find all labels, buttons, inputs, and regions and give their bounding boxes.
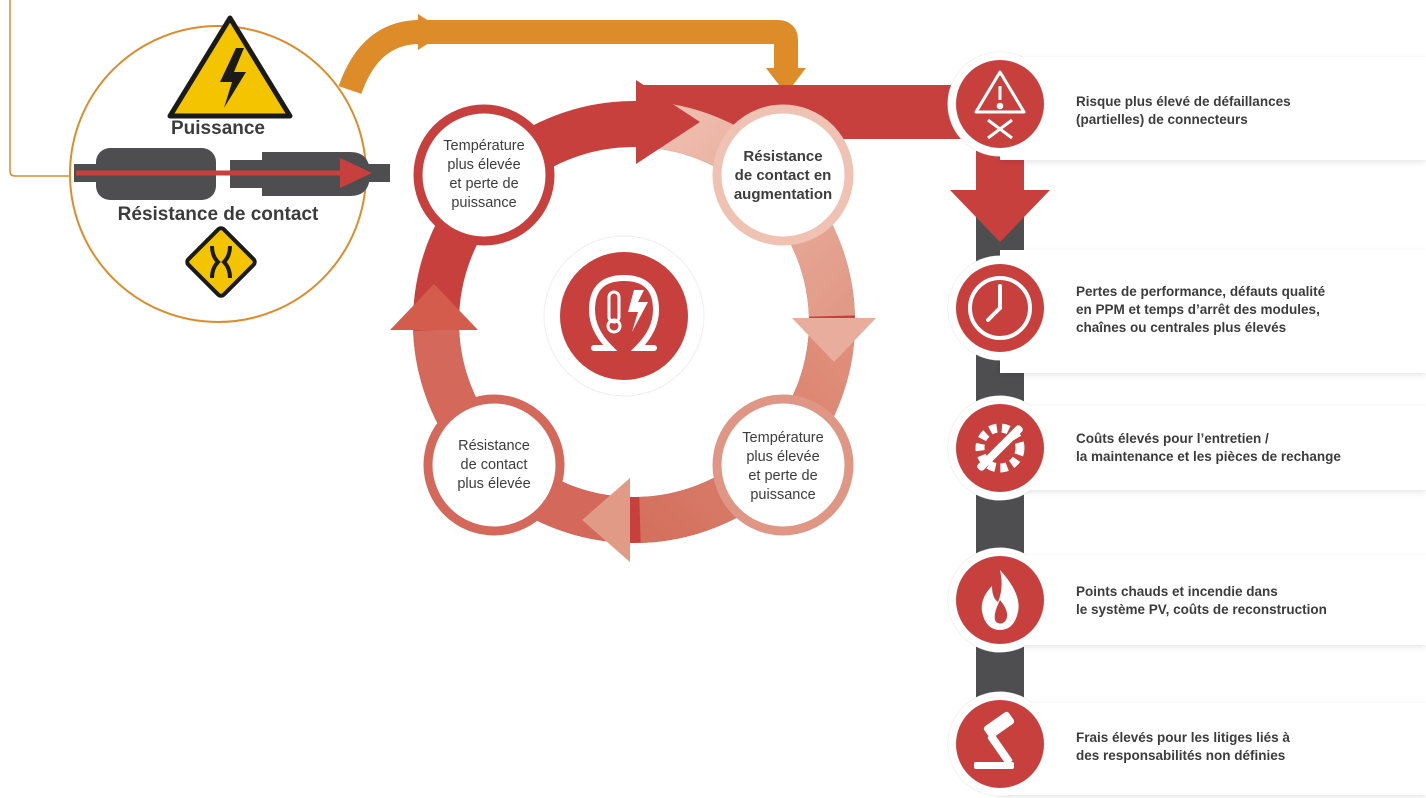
consequence-text-2: Pertes de performance, défauts qualité e… [1076, 284, 1326, 335]
cycle-node-disc-bottom-left [423, 394, 565, 536]
consequence-panel-2 [1000, 250, 1426, 373]
warning-tools-icon [974, 70, 1026, 140]
power-label: Puissance [171, 118, 265, 139]
gavel-icon [974, 711, 1015, 769]
gear-wrench-icon [975, 423, 1025, 473]
ring-arrowhead-left [390, 284, 478, 330]
omega-thermometer-bolt-icon [588, 274, 660, 351]
ring-arrowhead-bottom [582, 478, 630, 562]
consequence-text-5: Frais élevés pour les litiges liés à des… [1076, 730, 1290, 763]
ring-arrowhead-right [792, 318, 876, 362]
high-voltage-warning-icon [167, 15, 293, 119]
cycle-node-disc-top-right [712, 104, 854, 246]
consequence-panel-1 [1000, 57, 1426, 160]
consequence-panel-3 [1000, 406, 1426, 490]
orange-arrowhead-right [418, 14, 446, 50]
contact-resistance-label: Résistance de contact [117, 204, 319, 225]
clock-icon [968, 276, 1032, 340]
connector-red-arrowhead [340, 158, 372, 188]
consequence-text-1: Risque plus élevé de défaillances (parti… [1076, 94, 1291, 127]
flame-icon [981, 570, 1019, 630]
consequence-panel-5 [1000, 703, 1426, 795]
consequence-text-3: Coûts élevés pour l’entretien / la maint… [1076, 431, 1341, 464]
consequence-text-4: Points chauds et incendie dans le systèm… [1076, 584, 1327, 617]
orange-arrowhead-down [766, 68, 806, 94]
cycle-node-disc-bottom-right [712, 394, 854, 536]
center-red-disc [560, 252, 688, 380]
ring-arrowhead-top [636, 80, 700, 164]
cycle-node-top-right: Résistance de contact en augmentation [733, 147, 833, 203]
orange-flow-arrow [338, 20, 798, 95]
consequence-panel-4 [1000, 555, 1426, 645]
cycle-node-top-left: Température plus élevée et perte de puis… [443, 138, 525, 211]
narrowing-road-sign-icon [185, 226, 257, 298]
consequence-icon-overlay [948, 52, 1052, 796]
cycle-node-bottom-left: Résistance de contact plus élevée [457, 437, 531, 492]
feedback-line [9, 0, 90, 177]
cycle-node-disc-top-left [413, 104, 555, 246]
red-down-arrow [950, 140, 1050, 242]
cycle-node-bottom-right: Température plus élevée et perte de puis… [742, 430, 824, 503]
